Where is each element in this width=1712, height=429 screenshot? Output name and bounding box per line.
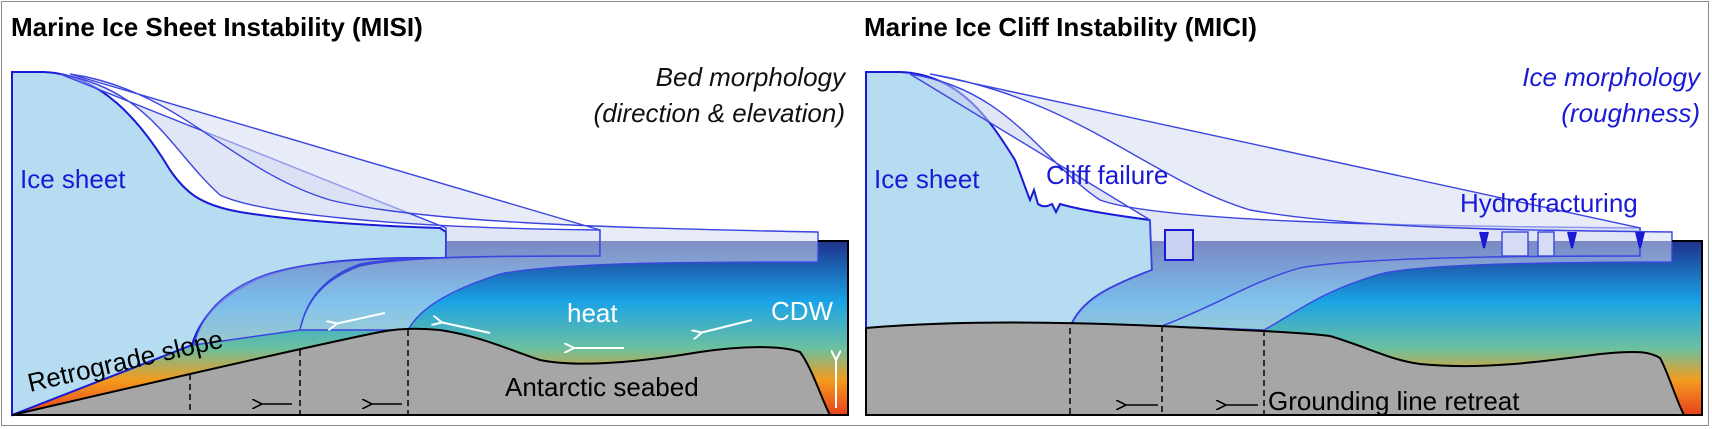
misi-cdw-label: CDW bbox=[771, 296, 834, 326]
mici-panel: Ice morphology (roughness) Ice sheet Cli… bbox=[865, 62, 1703, 416]
misi-seabed-label: Antarctic seabed bbox=[505, 372, 699, 402]
mici-crack-3 bbox=[1635, 231, 1645, 249]
misi-theme-line1: Bed morphology bbox=[656, 62, 847, 92]
mici-grounding-label: Grounding line retreat bbox=[1268, 386, 1520, 416]
misi-heat-label: heat bbox=[567, 298, 618, 328]
misi-retreat-lobe-2 bbox=[69, 73, 819, 331]
mici-theme-line2: (roughness) bbox=[1561, 98, 1700, 128]
misi-ocean-border bbox=[818, 240, 849, 416]
mici-calved-block-2 bbox=[1501, 231, 1529, 257]
mici-ocean-border bbox=[1672, 240, 1703, 416]
misi-title: Marine Ice Sheet Instability (MISI) bbox=[11, 12, 423, 42]
misi-heat-arrow-4 bbox=[700, 319, 753, 333]
mici-title: Marine Ice Cliff Instability (MICI) bbox=[864, 12, 1257, 42]
mici-theme-line1: Ice morphology bbox=[1522, 62, 1702, 92]
mici-crack-1 bbox=[1479, 231, 1489, 249]
mici-calved-block-3 bbox=[1537, 231, 1555, 257]
misi-panel: Bed morphology (direction & elevation) I… bbox=[11, 62, 849, 417]
misi-ice-sheet-label: Ice sheet bbox=[20, 164, 126, 194]
mici-calved-block-1 bbox=[1164, 229, 1194, 261]
misi-seabed bbox=[11, 327, 832, 416]
mici-retreat-lobe-2 bbox=[929, 73, 1673, 331]
mici-hydro-label: Hydrofracturing bbox=[1460, 188, 1638, 218]
mici-ice-sheet-label: Ice sheet bbox=[874, 164, 980, 194]
mici-crack-2 bbox=[1567, 231, 1577, 249]
misi-heat-arrow-2 bbox=[440, 322, 491, 334]
misi-theme-line2: (direction & elevation) bbox=[594, 98, 845, 128]
mici-cliff-label: Cliff failure bbox=[1046, 160, 1168, 190]
misi-heat-arrow-1 bbox=[335, 312, 386, 324]
